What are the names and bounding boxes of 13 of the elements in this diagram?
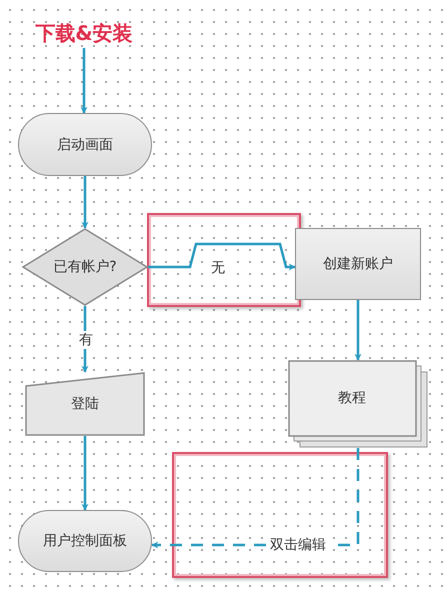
edge-label: 有 (76, 331, 96, 349)
manual-input-box: 登陆 (25, 372, 145, 436)
arrow (354, 300, 362, 361)
process-box: 创建新账户 (295, 228, 421, 300)
arrow (82, 436, 88, 511)
arrow (148, 242, 296, 270)
decision-diamond: 已有帐户? (22, 228, 148, 306)
terminal-box: 启动画面 (18, 113, 152, 176)
edge-label: 双击编辑 (267, 536, 329, 554)
heading-text: 下载&安装 (28, 18, 140, 48)
arrow (80, 48, 88, 114)
arrow (82, 176, 88, 229)
terminal-box: 用户控制面板 (18, 510, 152, 572)
